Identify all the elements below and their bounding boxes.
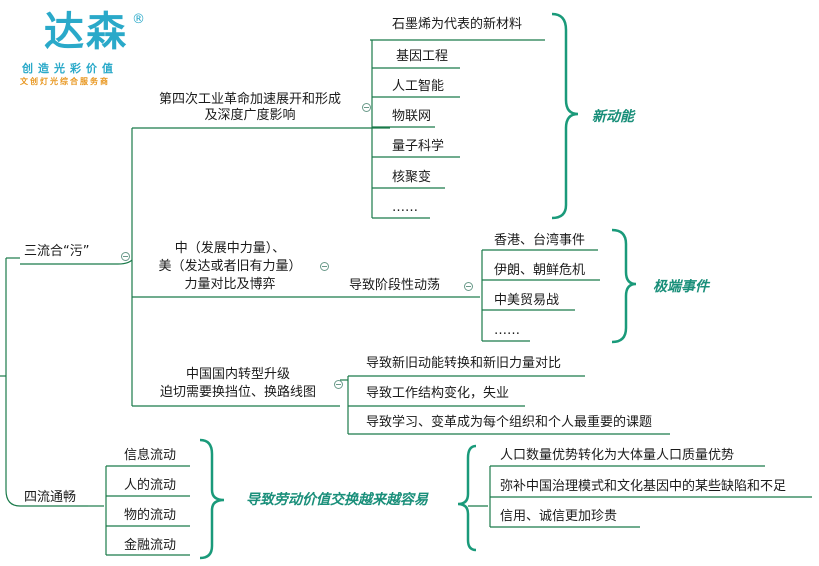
list-item[interactable]: 导致学习、变革成为每个组织和个人最重要的课题 (366, 415, 653, 430)
logo-registered: ® (132, 12, 145, 27)
node-power-line1: 中（发展中力量）、 (174, 241, 286, 256)
list-item[interactable]: 核聚变 (392, 170, 432, 185)
list-item[interactable]: 中美贸易战 (494, 293, 560, 308)
node-power[interactable]: 中（发展中力量）、 美（发达或者旧有力量） 力量对比及博弈 (140, 240, 320, 294)
brace-label-labor-exchange: 导致劳动价值交换越来越容易 (246, 492, 428, 508)
list-item[interactable]: 物联网 (392, 109, 432, 124)
collapse-toggle-power[interactable] (320, 262, 329, 271)
list-item[interactable]: 人的流动 (124, 478, 177, 493)
list-item[interactable]: 香港、台湾事件 (494, 233, 586, 248)
node-revolution-line2: 及深度广度影响 (204, 108, 296, 123)
list-item[interactable]: 量子科学 (392, 139, 445, 154)
node-revolution[interactable]: 第四次工业革命加速展开和形成 及深度广度影响 (150, 92, 350, 124)
list-item[interactable]: 信用、诚信更加珍贵 (500, 509, 618, 524)
list-item[interactable]: 人工智能 (392, 79, 445, 94)
list-item[interactable]: 石墨烯为代表的新材料 (392, 17, 523, 32)
node-siliu[interactable]: 四流通畅 (24, 490, 77, 505)
list-item[interactable]: …… (392, 200, 418, 215)
list-item[interactable]: …… (494, 323, 520, 338)
node-power-mid[interactable]: 导致阶段性动荡 (349, 278, 441, 293)
node-revolution-line1: 第四次工业革命加速展开和形成 (158, 92, 341, 107)
collapse-toggle-revolution[interactable] (362, 103, 371, 112)
logo-mark: 达森 (44, 9, 128, 55)
list-item[interactable]: 基因工程 (396, 49, 449, 64)
list-item[interactable]: 弥补中国治理模式和文化基因中的某些缺陷和不足 (500, 479, 787, 494)
list-item[interactable]: 人口数量优势转化为大体量人口质量优势 (500, 448, 735, 463)
node-transform-line2: 迫切需要换挡位、换路线图 (159, 385, 316, 400)
list-item[interactable]: 物的流动 (124, 508, 177, 523)
brace-label-extreme-events: 极端事件 (653, 279, 709, 295)
collapse-toggle-transform[interactable] (334, 380, 343, 389)
logo-subtitle: 文创灯光综合服务商 (20, 77, 110, 86)
node-transform[interactable]: 中国国内转型升级 迫切需要换挡位、换路线图 (146, 366, 330, 402)
collapse-toggle-sanliu[interactable] (121, 252, 130, 261)
list-item[interactable]: 金融流动 (124, 538, 177, 553)
brace-label-new-momentum: 新动能 (592, 109, 634, 125)
list-item[interactable]: 导致工作结构变化，失业 (366, 386, 510, 401)
list-item[interactable]: 信息流动 (124, 448, 177, 463)
node-sanliu[interactable]: 三流合“污” (24, 244, 90, 259)
node-power-line3: 力量对比及博弈 (184, 277, 276, 292)
node-power-line2: 美（发达或者旧有力量） (158, 259, 302, 274)
list-item[interactable]: 伊朗、朝鲜危机 (494, 263, 586, 278)
node-transform-line1: 中国国内转型升级 (185, 367, 290, 382)
logo-tagline: 创造光彩价值 (22, 62, 118, 75)
list-item[interactable]: 导致新旧动能转换和新旧力量对比 (366, 356, 562, 371)
collapse-toggle-power-mid[interactable] (464, 282, 473, 291)
